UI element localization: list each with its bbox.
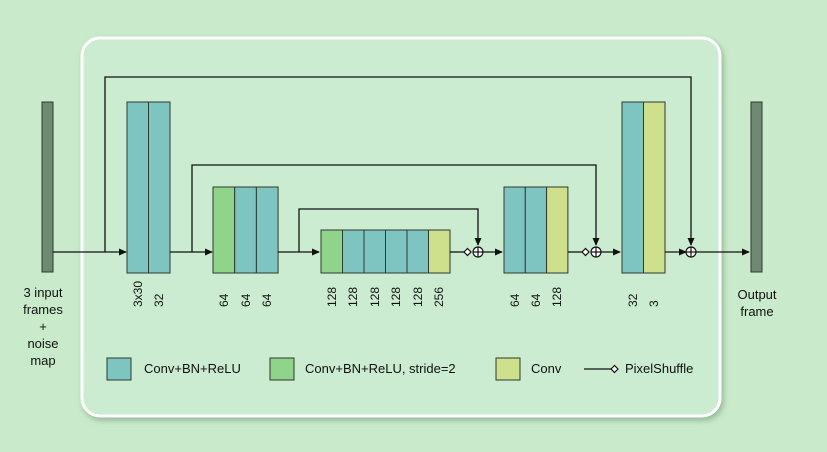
legend — [106, 357, 619, 381]
legend-swatch-conv-bn-relu-stride2 — [269, 357, 295, 381]
channel-label: 128 — [389, 286, 404, 307]
legend-label-conv-bn-relu: Conv+BN+ReLU — [144, 361, 241, 376]
input-label-line: frames — [23, 302, 63, 317]
channel-label: 32 — [152, 293, 167, 307]
encoder-block-2 — [212, 186, 279, 274]
skip-connection-middle — [191, 164, 600, 252]
input-frame — [41, 101, 54, 273]
layer-conv-bn-relu — [363, 229, 386, 274]
channel-label: 64 — [528, 293, 543, 307]
layer-conv-bn-relu — [342, 229, 365, 274]
layer-conv-bn-relu — [406, 229, 429, 274]
output-label-line: Output — [737, 287, 777, 302]
layer-conv-bn-relu — [503, 186, 526, 274]
channel-label: 128 — [410, 286, 425, 307]
channel-label: 128 — [346, 286, 361, 307]
layer-conv-bn-relu — [148, 101, 171, 274]
pixelshuffle-diamond — [581, 247, 590, 257]
input-label-line: + — [39, 319, 47, 334]
channel-label: 128 — [324, 286, 339, 307]
output-label: Output frame — [722, 286, 792, 320]
channel-label: 32 — [625, 293, 640, 307]
input-label-line: map — [30, 353, 56, 368]
decoder-block-1 — [503, 186, 569, 274]
layer-conv-bn-relu-stride2 — [212, 186, 236, 274]
layer-conv-bn-relu — [621, 101, 644, 274]
channel-label: 3 — [647, 300, 662, 307]
channel-label: 64 — [260, 293, 275, 307]
output-label-line: frame — [740, 304, 774, 319]
channel-label: 64 — [238, 293, 253, 307]
input-label-line: noise — [27, 336, 59, 351]
skip-connection-outer — [104, 76, 695, 252]
legend-swatch-conv-bn-relu — [106, 357, 132, 381]
decoder-block-2 — [621, 101, 666, 274]
channel-label: 64 — [507, 293, 522, 307]
channel-label: 3x30 — [130, 280, 145, 307]
layer-conv — [546, 186, 569, 274]
pixelshuffle-markers — [463, 247, 590, 257]
legend-label-conv-bn-relu-stride2: Conv+BN+ReLU, stride=2 — [305, 361, 456, 376]
pixelshuffle-diamond — [463, 247, 472, 257]
main-panel — [80, 36, 722, 418]
legend-label-conv: Conv — [531, 361, 562, 376]
legend-swatch-conv — [495, 357, 521, 381]
input-label-line: 3 input — [23, 285, 63, 300]
output-frame — [750, 101, 763, 273]
channel-label: 64 — [216, 293, 231, 307]
skip-connection-inner — [298, 208, 482, 252]
channel-label: 128 — [367, 286, 382, 307]
legend-label-pixelshuffle: PixelShuffle — [625, 361, 694, 376]
layer-conv — [428, 229, 451, 274]
encoder-block-1 — [126, 101, 171, 274]
layer-conv-bn-relu — [255, 186, 279, 274]
layer-conv-bn-relu — [234, 186, 257, 274]
channel-label: 128 — [550, 286, 565, 307]
skip-connections — [104, 76, 695, 252]
sum-node — [685, 246, 697, 258]
input-label: 3 input frames + noise map — [8, 284, 78, 369]
legend-pixelshuffle-diamond — [610, 364, 619, 374]
sum-node — [472, 246, 484, 258]
layer-conv-bn-relu — [524, 186, 548, 274]
sum-node — [590, 246, 602, 258]
sum-nodes — [472, 246, 697, 258]
layer-conv-bn-relu — [126, 101, 149, 274]
layer-conv-bn-relu-stride2 — [320, 229, 343, 274]
channel-label: 256 — [432, 286, 447, 307]
layer-conv-bn-relu — [385, 229, 408, 274]
layer-conv — [643, 101, 666, 274]
bottleneck-block — [320, 229, 451, 274]
